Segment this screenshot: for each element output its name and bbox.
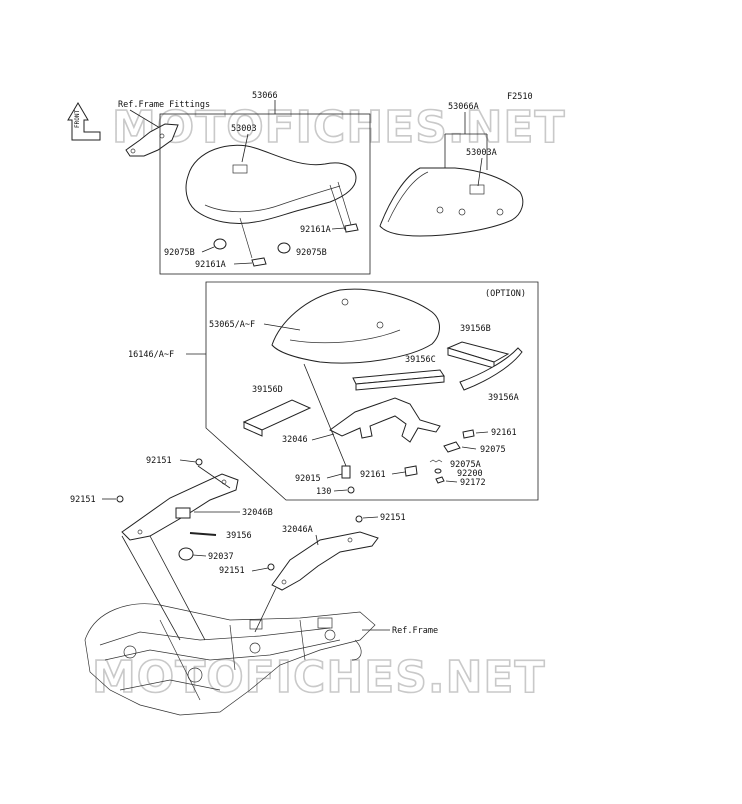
part-92151-1: 92151 [146,456,172,466]
ref-frame-label: Ref.Frame [392,626,438,636]
part-92151-4: 92151 [219,566,245,576]
grommet-92037 [178,547,194,561]
part-39156B: 39156B [460,324,491,334]
pad-39156A [459,347,523,391]
part-39156: 39156 [226,531,252,541]
seat-cowl [271,288,440,364]
hook-92161A-left [251,257,267,267]
part-53065: 53065/A~F [209,320,255,330]
hook-92161-right [462,429,475,439]
pad-92075 [443,441,461,453]
hook-92161A-right [344,223,359,233]
front-arrow-icon: FRONT [67,102,101,141]
pad-39156 [189,532,217,536]
bolt-130 [347,486,355,494]
pad-39156C [352,369,445,391]
part-92075B-2: 92075B [296,248,327,258]
box-option [205,281,539,501]
part-32046A: 32046A [282,525,313,535]
part-39156A: 39156A [488,393,519,403]
frame-assembly [84,603,376,716]
part-53066A: 53066A [448,102,479,112]
rider-seat [185,144,357,259]
part-92075A: 92075A [450,460,481,470]
screw-92151-lower [267,563,275,571]
part-53003: 53003 [231,124,257,134]
part-53066: 53066 [252,91,278,101]
part-92015: 92015 [295,474,321,484]
bracket-32046B [121,473,239,541]
part-92161-1: 92161 [491,428,517,438]
front-label: FRONT [74,110,81,128]
grommet-92075B-left [213,238,227,250]
option-label: (OPTION) [485,289,526,299]
part-92161-2: 92161 [360,470,386,480]
washer-92200 [434,468,442,474]
box-53066 [159,113,371,275]
part-92151-3: 92151 [380,513,406,523]
ref-frame-fittings-label: Ref.Frame Fittings [118,100,210,110]
screw-92172 [435,476,445,484]
screw-92151-right [355,515,363,523]
part-92075B-1: 92075B [164,248,195,258]
frame-fitting-bracket [125,123,179,157]
part-92161A-2: 92161A [195,260,226,270]
part-130: 130 [316,487,331,497]
watermark-bottom: MOTOFICHES.NET [92,652,546,703]
part-92075: 92075 [480,445,506,455]
part-16146: 16146/A~F [128,350,174,360]
figure-code: F2510 [507,92,533,102]
part-92200: 92200 [457,469,483,479]
part-39156D: 39156D [252,385,283,395]
pad-39156D [242,399,312,437]
bracket-32046 [329,397,441,443]
screw-92151-top [195,458,203,466]
watermark-top: MOTOFICHES.NET [112,102,566,153]
part-32046: 32046 [282,435,308,445]
part-92151-2: 92151 [70,495,96,505]
part-32046B: 32046B [242,508,273,518]
passenger-seat [379,167,524,237]
spacer-92015 [341,465,351,479]
hook-92161-center [404,465,418,477]
bracket-32046A [271,531,379,591]
grommet-92075B-right [277,242,291,254]
spring-92075A [429,459,443,463]
part-53003A: 53003A [466,148,497,158]
part-92161A-1: 92161A [300,225,331,235]
part-92172: 92172 [460,478,486,488]
part-92037: 92037 [208,552,234,562]
part-39156C: 39156C [405,355,436,365]
screw-92151-left [116,495,124,503]
